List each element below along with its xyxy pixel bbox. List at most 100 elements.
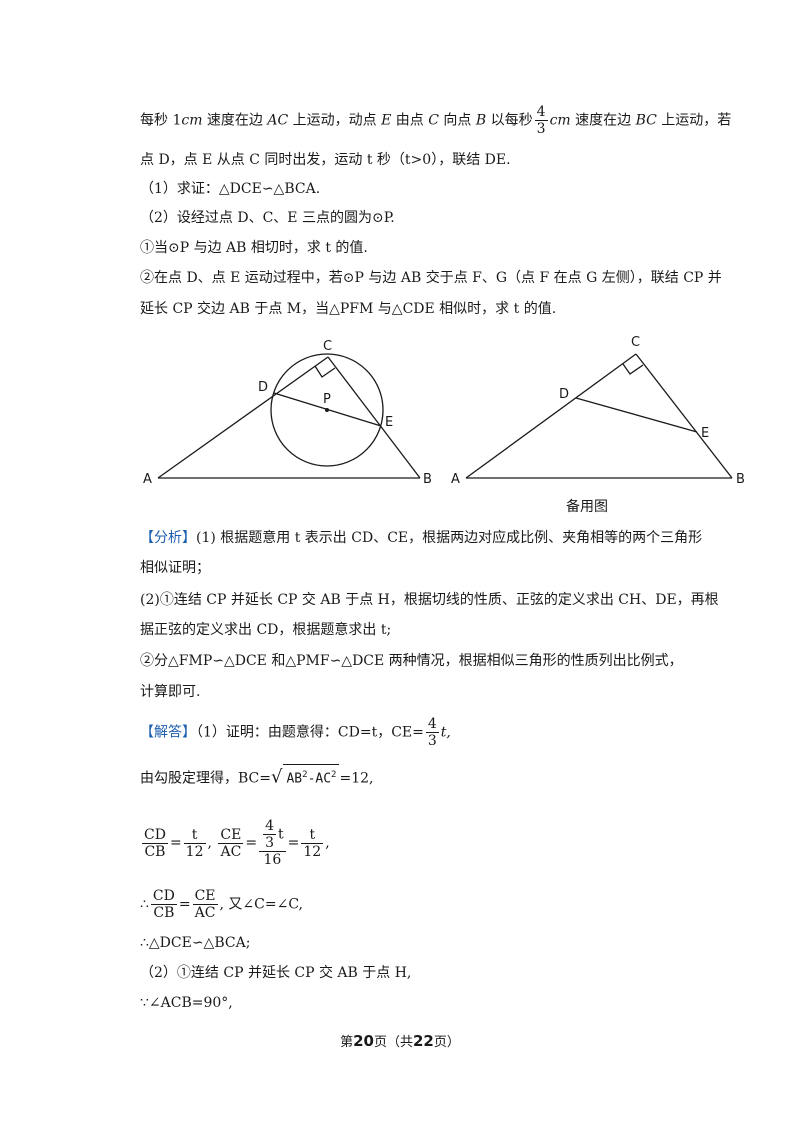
solution-line-5: ∴△DCE∽△BCA; (140, 933, 250, 953)
text: （1）证明：由题意得：CD=t，CE= (196, 724, 424, 741)
exponent: 2 (331, 770, 337, 780)
denominator: CB (144, 843, 166, 860)
segment-de-2 (575, 397, 698, 433)
label-d-2: D (559, 387, 569, 402)
solution-line-2: 由勾股定理得，BC=√AB2-AC2=12, (140, 764, 373, 789)
segment-ac (157, 356, 329, 479)
segment-ac-2 (465, 353, 637, 479)
text: 以每秒 (486, 112, 533, 129)
text: =12, (339, 770, 374, 787)
text: , 又∠C=∠C, (219, 896, 303, 913)
denominator: 3 (265, 835, 274, 851)
text: E (381, 112, 392, 129)
text: BC (635, 112, 657, 129)
denominator: AC (194, 905, 216, 921)
text: 点 D，点 E 从点 C 同时出发，运动 t 秒（t>0），联结 DE. (140, 152, 511, 168)
numerator: CD (142, 826, 168, 844)
text: ②在点 D、点 E 运动过程中，若⊙P 与边 AB 交于点 F、G（点 F 在点… (140, 270, 722, 286)
text: C (428, 112, 439, 129)
segment-cb-2 (635, 353, 733, 479)
denominator: 12 (185, 843, 204, 860)
solution-line-6: （2）①连结 CP 并延长 CP 交 AB 于点 H, (140, 963, 411, 983)
analysis-line-2: 相似证明； (140, 558, 210, 578)
text: 计算即可. (140, 684, 201, 700)
exponent: 2 (302, 770, 308, 780)
text: (1) 根据题意用 t 表示出 CD、CE，根据两边对应成比例、夹角相等的两个三… (196, 530, 703, 546)
text: = (178, 896, 191, 913)
question-2: （2）设经过点 D、C、E 三点的圆为⊙P. (140, 208, 395, 228)
text: AC (267, 112, 289, 129)
text: = (287, 835, 300, 851)
denominator: AC (220, 843, 242, 860)
page-footer: 第20页（共22页） (0, 1031, 800, 1050)
right-angle-mark (314, 365, 336, 378)
question-2-1: ①当⊙P 与边 AB 相切时，求 t 的值. (140, 238, 368, 258)
denominator: 3 (427, 733, 437, 749)
text: ②分△FMP∽△DCE 和△PMF∽△DCE 两种情况，根据相似三角形的性质列出… (140, 653, 683, 669)
center-point-p (325, 408, 329, 412)
text: 每秒 1 (140, 112, 182, 129)
text: 速度在边 (202, 112, 268, 129)
text: ∵∠ACB=90°, (140, 995, 233, 1011)
text: 由点 (391, 112, 429, 129)
numerator: 4 (425, 716, 439, 733)
text: , (207, 835, 212, 851)
text: ①当⊙P 与边 AB 相切时，求 t 的值. (140, 240, 368, 256)
text: 向点 (438, 112, 476, 129)
text: （2）设经过点 D、C、E 三点的圆为⊙P. (140, 210, 395, 226)
right-angle-mark-2 (622, 363, 644, 375)
text: cm (549, 112, 571, 129)
text: ∴ (140, 896, 149, 913)
text: AB (286, 771, 303, 787)
label-b: B (423, 472, 432, 487)
text: (2)①连结 CP 并延长 CP 交 AB 于点 H，根据切线的性质、正弦的定义… (140, 592, 719, 608)
numerator: 4 (534, 104, 548, 121)
text: t, (440, 724, 451, 741)
label-b-2: B (736, 472, 745, 487)
text: B (475, 112, 487, 129)
label-a: A (143, 472, 152, 487)
text: （2）①连结 CP 并延长 CP 交 AB 于点 H, (140, 965, 412, 981)
label-e-2: E (701, 426, 709, 441)
text: 相似证明； (140, 560, 210, 576)
text: （1）求证：△DCE∽△BCA. (140, 181, 321, 197)
sqrt-sign: √ (271, 766, 283, 788)
text: cm (181, 112, 203, 129)
geometry-figure-main: A B C D E P A B C D E 备用图 (143, 335, 745, 515)
figure-caption: 备用图 (566, 498, 608, 515)
label-c-2: C (631, 335, 640, 350)
text: 据正弦的定义求出 CD，根据题意求出 t; (140, 622, 392, 638)
text: 页） (433, 1035, 460, 1050)
question-2-2a: ②在点 D、点 E 运动过程中，若⊙P 与边 AB 交于点 F、G（点 F 在点… (140, 268, 722, 288)
question-2-2b: 延长 CP 交边 AB 于点 M，当△PFM 与△CDE 相似时，求 t 的值. (140, 299, 556, 319)
text: 由勾股定理得，BC= (140, 770, 271, 787)
numerator: t (301, 827, 324, 844)
analysis-line-4: 据正弦的定义求出 CD，根据题意求出 t; (140, 620, 391, 640)
solution-line-7: ∵∠ACB=90°, (140, 993, 233, 1013)
text: 上运动，动点 (288, 112, 382, 129)
numerator: CE (218, 826, 244, 844)
text: 第 (340, 1035, 354, 1050)
analysis-line-5: ②分△FMP∽△DCE 和△PMF∽△DCE 两种情况，根据相似三角形的性质列出… (140, 651, 683, 671)
label-e: E (385, 415, 393, 430)
text: 速度在边 (570, 112, 636, 129)
analysis-line-1: 【分析】(1) 根据题意用 t 表示出 CD、CE，根据两边对应成比例、夹角相等… (140, 528, 702, 548)
question-1: （1）求证：△DCE∽△BCA. (140, 179, 320, 199)
analysis-line-3: (2)①连结 CP 并延长 CP 交 AB 于点 H，根据切线的性质、正弦的定义… (140, 590, 719, 610)
denominator: 12 (303, 843, 322, 860)
solution-tag: 【解答】 (140, 724, 196, 741)
sqrt-body: AB2-AC2 (283, 764, 340, 789)
denominator: 3 (536, 121, 546, 137)
label-c: C (323, 339, 332, 354)
text: t (278, 826, 284, 843)
text: = (169, 835, 182, 851)
